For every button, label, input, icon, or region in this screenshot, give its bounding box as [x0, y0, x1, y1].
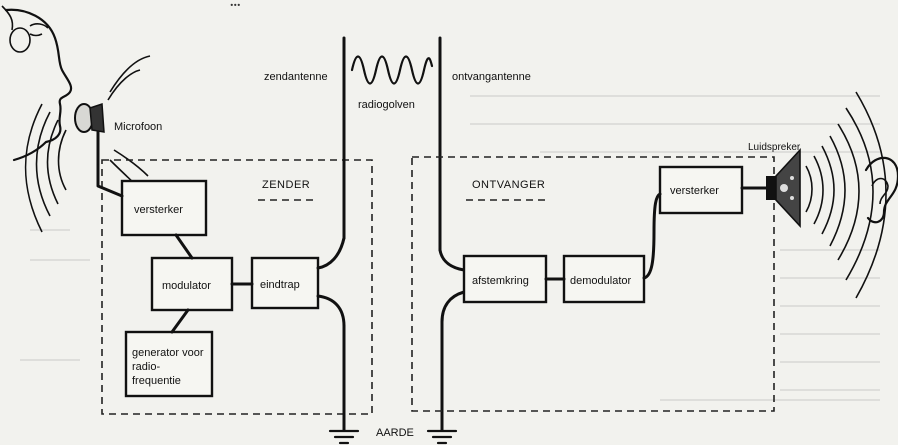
- receiver-title: ONTVANGER: [472, 179, 545, 191]
- final-stage-block: [250, 256, 320, 310]
- generator-to-modulator-wire: [170, 308, 190, 334]
- receive-ground-symbol: [426, 429, 458, 445]
- ground-label: AARDE: [376, 427, 414, 439]
- modulator-label: modulator: [162, 280, 211, 292]
- transmitter-amplifier-block: [120, 179, 208, 237]
- demodulator-to-amplifier-wire: [642, 192, 662, 280]
- final-stage-to-antenna-wire: [316, 236, 346, 270]
- rf-generator-label-line2: radio-: [132, 361, 160, 373]
- demodulator-label: demodulator: [570, 275, 631, 287]
- tuning-circuit-label: afstemkring: [472, 275, 529, 287]
- speaker-face-icon: [1, 5, 73, 162]
- loudspeaker-label: Luidspreker: [748, 142, 801, 153]
- sound-waves-speaker: [805, 91, 887, 299]
- loudspeaker-icon: [766, 147, 801, 229]
- background-show-through: [20, 95, 880, 401]
- top-cropped-text: ...: [230, 0, 241, 10]
- rf-generator-label-line1: generator voor: [132, 347, 204, 359]
- listener-ear-icon: [864, 156, 898, 224]
- rf-generator-block: [124, 330, 214, 398]
- antenna-to-tuner-wire: [438, 248, 466, 272]
- transmit-antenna-label: zendantenne: [264, 71, 328, 83]
- tuning-circuit-block: [462, 254, 548, 304]
- amplifier-to-modulator-wire: [174, 233, 194, 260]
- receive-antenna-label: ontvangantenne: [452, 71, 531, 83]
- final-stage-label: eindtrap: [260, 279, 300, 291]
- receiver-amplifier-label: versterker: [670, 185, 719, 197]
- receiver-amplifier-block: [658, 165, 744, 215]
- radio-waves-label: radiogolven: [358, 99, 415, 111]
- modulator-block: [150, 256, 234, 312]
- microphone-label: Microfoon: [114, 121, 162, 133]
- radio-waves-icon: [350, 55, 434, 85]
- transmitter-amplifier-label: versterker: [134, 204, 183, 216]
- receiver-enclosure: [411, 156, 775, 412]
- microphone-icon: [74, 102, 105, 168]
- transmit-ground-symbol: [328, 429, 360, 445]
- transmitter-enclosure: [101, 159, 373, 415]
- final-stage-to-ground-wire: [316, 294, 346, 328]
- rf-generator-label-line3: frequentie: [132, 375, 181, 387]
- tuner-to-ground-wire: [440, 290, 466, 324]
- mic-to-amplifier-wire: [96, 164, 124, 198]
- transmitter-title: ZENDER: [262, 179, 310, 191]
